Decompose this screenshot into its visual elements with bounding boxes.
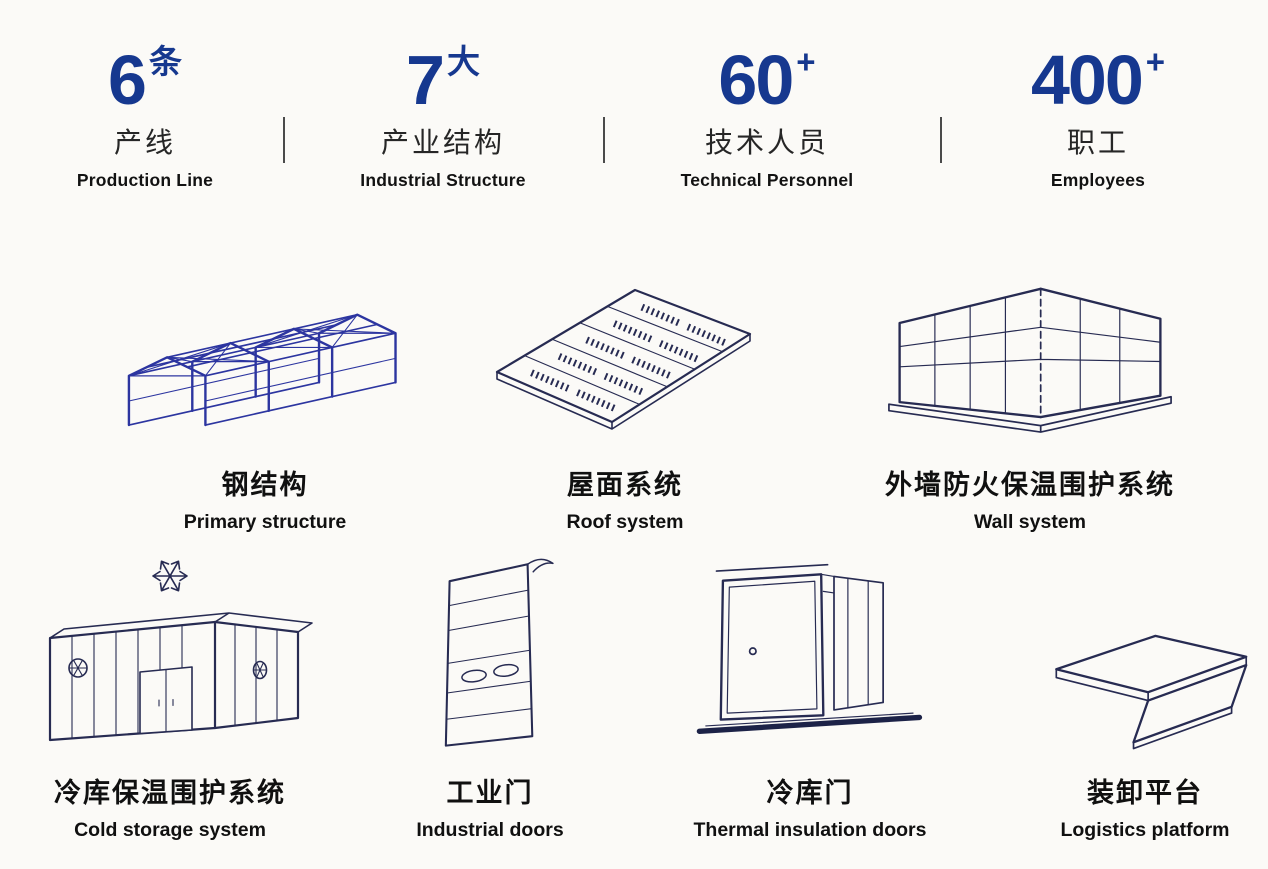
product-label-en: Cold storage system [74,819,266,841]
product-label-cn: 工业门 [446,778,534,808]
stat-number-value: 7 [406,41,445,119]
product-illustration-wrap [465,252,785,447]
stat-label-cn: 技术人员 [704,127,829,158]
stat-technical-personnel: 60+ 技术人员 Technical Personnel [662,45,872,191]
snowflake-icon [152,560,188,592]
stat-number-value: 60 [718,41,794,119]
product-label-cn: 冷库保温围护系统 [54,778,286,808]
product-label-en: Wall system [974,511,1086,533]
product-label-en: Roof system [566,511,684,533]
product-label-cn: 外墙防火保温围护系统 [885,470,1175,500]
product-label-cn: 钢结构 [221,470,309,500]
product-label-en: Thermal insulation doors [693,819,927,841]
product-label-cn: 冷库门 [766,778,854,808]
product-logistics-platform: 装卸平台 Logistics platform [985,550,1268,842]
cold-storage-room-icon [48,560,313,742]
stat-employees: 400+ 职工 Employees [993,45,1203,191]
stat-label-en: Industrial Structure [360,170,526,190]
product-roof-system: 屋面系统 Roof system [465,252,785,534]
stat-label-cn: 产业结构 [380,127,505,158]
product-label-en: Logistics platform [1060,819,1230,841]
product-label-en: Industrial doors [416,819,564,841]
product-label-cn: 装卸平台 [1087,778,1203,808]
stat-divider [283,117,285,163]
product-illustration-wrap [335,550,645,755]
stat-divider [940,117,942,163]
stat-number-suffix: 大 [446,43,480,80]
steel-structure-icon [127,313,397,427]
product-illustration-wrap [985,550,1268,755]
stat-number-suffix: + [796,43,816,80]
product-illustration-wrap [105,252,425,447]
product-thermal-doors: 冷库门 Thermal insulation doors [650,550,970,842]
stat-label-cn: 职工 [1066,127,1129,158]
industrial-door-icon [444,558,554,747]
stat-label-en: Production Line [76,170,214,190]
stat-label-cn: 产线 [113,127,176,158]
product-label-en: Primary structure [183,511,347,533]
product-cold-storage: 冷库保温围护系统 Cold storage system [15,550,325,842]
stat-label-en: Employees [1050,170,1146,190]
product-wall-system: 外墙防火保温围护系统 Wall system [860,252,1200,534]
roof-panel-icon [495,288,752,430]
product-primary-structure: 钢结构 Primary structure [105,252,425,534]
stat-number-suffix: 条 [148,43,182,80]
stat-divider [603,117,605,163]
stat-label-en: Technical Personnel [680,170,854,190]
cold-room-door-icon [696,563,922,734]
product-illustration-wrap [650,550,970,755]
product-industrial-doors: 工业门 Industrial doors [335,550,645,842]
stat-number: 400+ [993,45,1203,115]
product-illustration-wrap [860,252,1200,447]
stat-number-suffix: + [1145,43,1166,80]
wall-panel-building-icon [888,287,1172,433]
dock-leveler-icon [1055,634,1248,750]
stat-number-value: 400 [1030,41,1144,119]
stat-number: 60+ [662,45,872,115]
product-label-cn: 屋面系统 [567,470,683,500]
stat-number-value: 6 [108,41,147,119]
product-illustration-wrap [15,550,325,755]
